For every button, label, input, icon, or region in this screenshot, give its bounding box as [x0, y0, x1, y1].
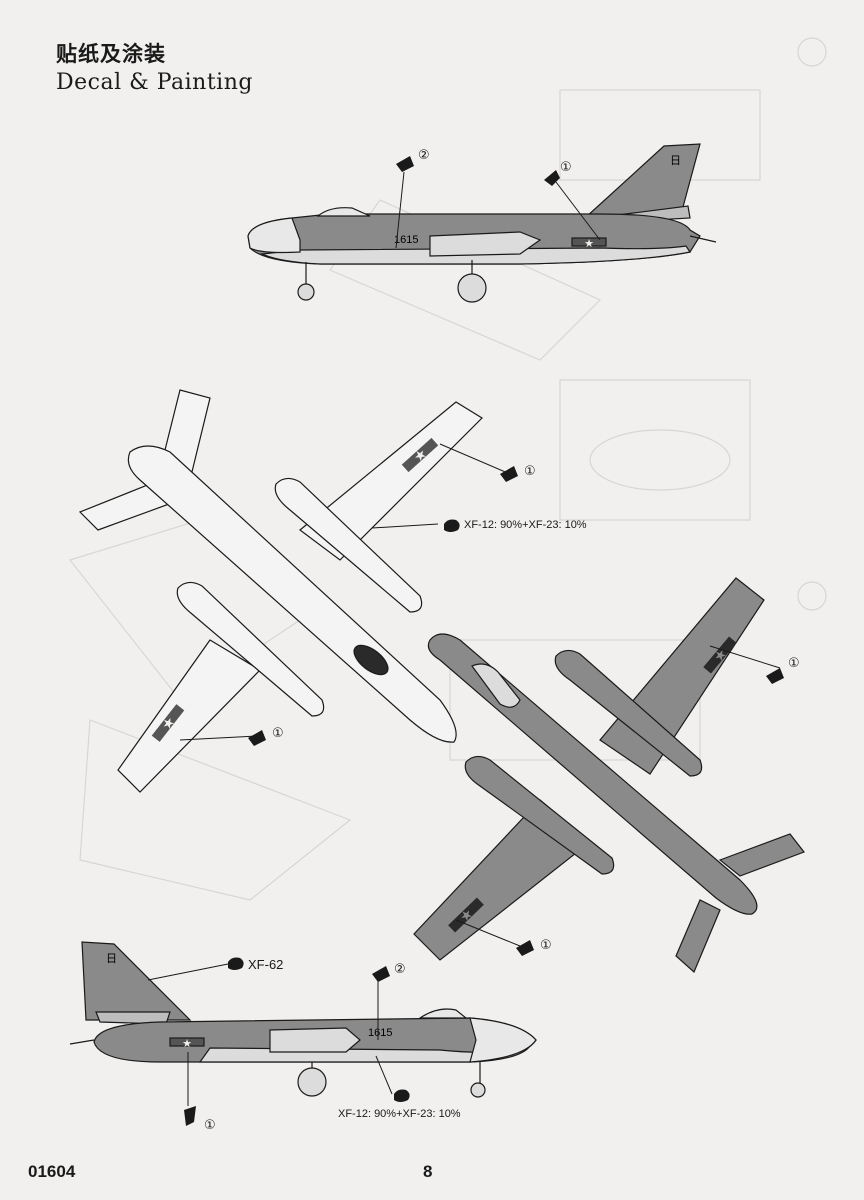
top-star-insignia: ★ ★ [448, 636, 737, 933]
fuselage-serial-top: 1615 [394, 234, 418, 246]
page-number: 8 [423, 1162, 433, 1181]
decal-arrow-icon [396, 156, 414, 172]
decal-number-1: ① [540, 938, 552, 953]
decal-number-1: ① [204, 1118, 216, 1133]
decal-number-1: ① [524, 464, 536, 479]
svg-text:★: ★ [584, 237, 594, 250]
decal-arrow-icon [184, 1106, 196, 1126]
svg-text:★: ★ [182, 1037, 192, 1050]
decal-number-1: ① [788, 656, 800, 671]
decal-arrow-icons [184, 156, 784, 1126]
decal-arrow-icon [766, 668, 784, 684]
decal-arrow-icon [248, 730, 266, 746]
paint-blob-icons [228, 519, 460, 1102]
decal-arrow-icon [516, 940, 534, 956]
paint-callout-upper-color: XF-62 [248, 957, 284, 972]
tail-mark-bottom: 日 [106, 952, 117, 965]
paint-callout-underside-mix: XF-12: 90%+XF-23: 10% [464, 519, 587, 531]
page-title-chinese: 贴纸及涂装 [56, 42, 166, 66]
kit-number: 01604 [28, 1162, 76, 1181]
paint-blob-icon [444, 519, 460, 532]
paint-blob-icon [394, 1089, 410, 1102]
tail-mark-top: 日 [670, 154, 681, 167]
decal-arrow-icon [372, 966, 390, 982]
fuselage-serial-bottom: 1615 [368, 1027, 392, 1039]
paint-callout-underside-mix-bottom: XF-12: 90%+XF-23: 10% [338, 1108, 461, 1120]
leader-lines [147, 171, 781, 1106]
aircraft-side-view-top: ★ [247, 143, 717, 303]
decal-number-2: ② [418, 148, 430, 163]
decal-arrow-icon [500, 466, 518, 482]
aircraft-side-view-bottom: ★ [69, 941, 537, 1098]
page-title-english: Decal & Painting [56, 70, 253, 95]
aircraft-underside-view [78, 389, 483, 793]
wing-star-insignia: ★ ★ [151, 437, 439, 742]
decal-number-1: ① [272, 726, 284, 741]
paint-blob-icon [228, 957, 244, 970]
decal-arrow-icon [544, 170, 560, 186]
decal-number-2: ② [394, 962, 406, 977]
decal-number-1: ① [560, 160, 572, 175]
